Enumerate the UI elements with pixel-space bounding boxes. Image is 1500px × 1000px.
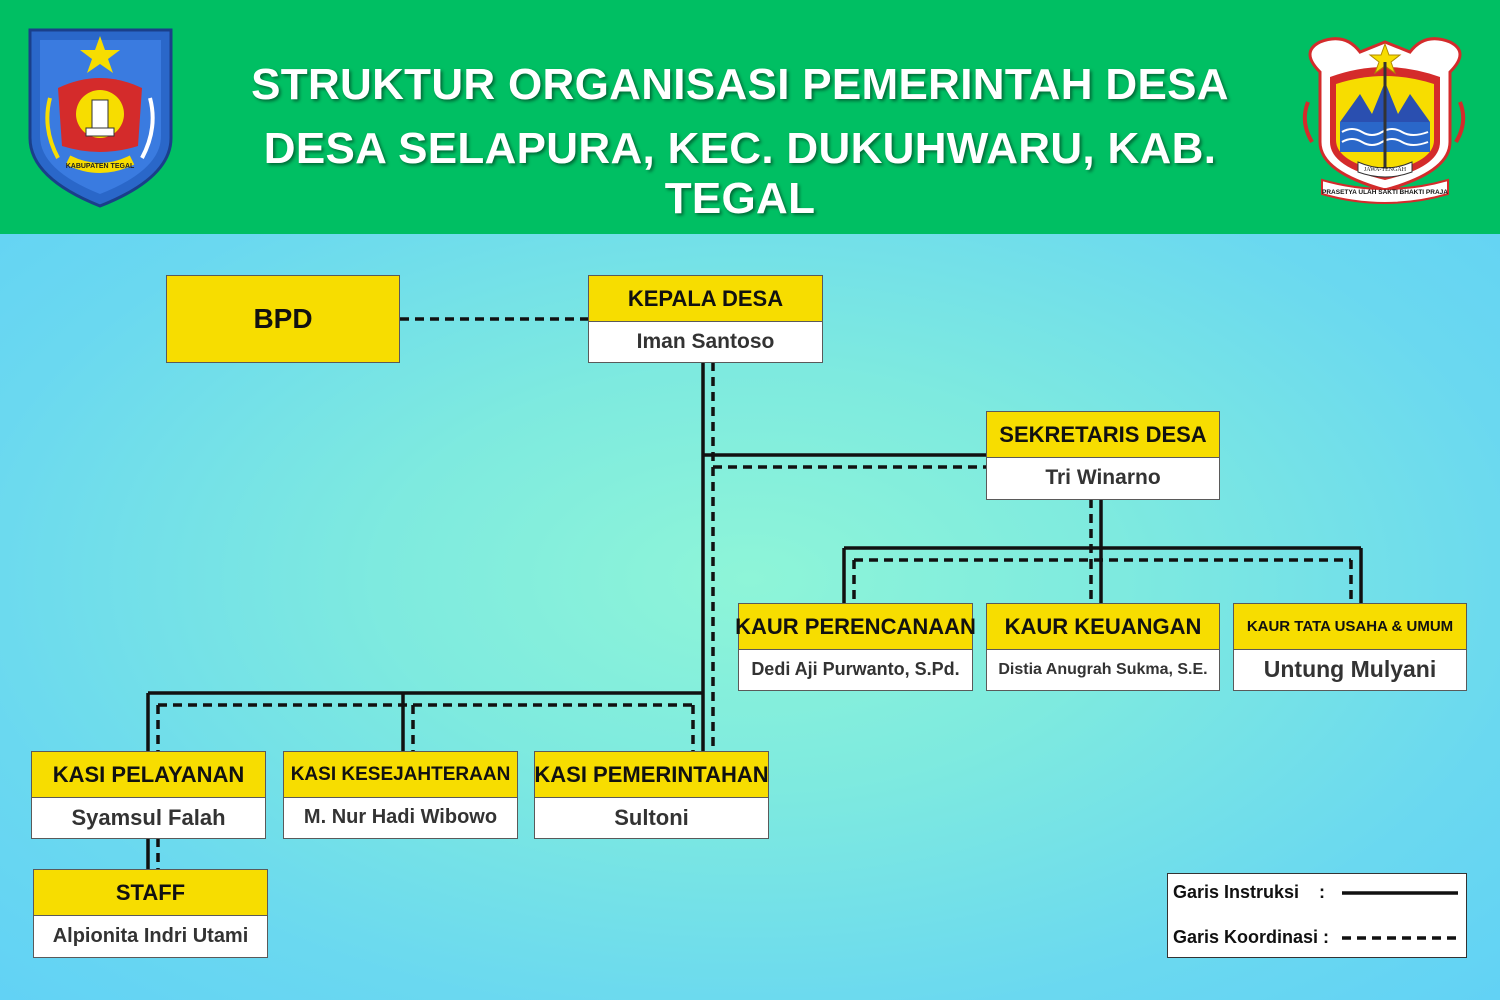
svg-text:KABUPATEN TEGAL: KABUPATEN TEGAL <box>66 163 135 170</box>
kaur-perencanaan-title: KAUR PERENCANAAN <box>735 604 976 650</box>
kaur-keuangan-title: KAUR KEUANGAN <box>987 604 1219 650</box>
legend-instruction-label: Garis Instruksi : <box>1173 882 1326 902</box>
sekretaris-desa-box: SEKRETARIS DESA Tri Winarno <box>986 411 1220 500</box>
page-title-line2: DESA SELAPURA, KEC. DUKUHWARU, KAB. TEGA… <box>263 124 1217 223</box>
coordination-lines <box>156 317 1353 870</box>
staff-title: STAFF <box>34 870 267 916</box>
staff-box: STAFF Alpionita Indri Utami <box>33 869 268 958</box>
header-banner <box>0 0 1500 234</box>
kepala-desa-title: KEPALA DESA <box>589 276 822 322</box>
kasi-pelayanan-title: KASI PELAYANAN <box>32 752 265 798</box>
bpd-box: BPD <box>166 275 400 363</box>
legend-coordination-label: Garis Koordinasi : <box>1173 927 1330 947</box>
kaur-keuangan-name: Distia Anugrah Sukma, S.E. <box>998 660 1208 678</box>
kaur-tata-usaha-box: KAUR TATA USAHA & UMUM Untung Mulyani <box>1233 603 1467 691</box>
kaur-keuangan-box: KAUR KEUANGAN Distia Anugrah Sukma, S.E. <box>986 603 1220 691</box>
kasi-pemerintahan-name: Sultoni <box>614 804 689 830</box>
kasi-kesejahteraan-name: M. Nur Hadi Wibowo <box>303 806 498 828</box>
jawa-tengah-logo: JAWA-TENGAH PRASETYA ULAH SAKTI BHAKTI P… <box>1302 37 1466 204</box>
legend-coordination-line <box>1342 936 1458 940</box>
kasi-pelayanan-name: Syamsul Falah <box>71 804 226 830</box>
sekretaris-desa-title: SEKRETARIS DESA <box>987 412 1219 458</box>
kepala-desa-box: KEPALA DESA Iman Santoso <box>588 275 823 363</box>
kasi-pelayanan-box: KASI PELAYANAN Syamsul Falah <box>31 751 266 839</box>
kaur-perencanaan-name: Dedi Aji Purwanto, S.Pd. <box>751 659 960 679</box>
kasi-kesejahteraan-title: KASI KESEJAHTERAAN <box>284 752 517 798</box>
instruction-lines <box>146 362 1363 870</box>
kasi-pemerintahan-title: KASI PEMERINTAHAN <box>534 752 769 798</box>
kasi-pemerintahan-box: KASI PEMERINTAHAN Sultoni <box>534 751 769 839</box>
sekretaris-desa-name: Tri Winarno <box>1045 466 1161 489</box>
svg-text:JAWA-TENGAH: JAWA-TENGAH <box>1364 167 1407 173</box>
kasi-kesejahteraan-box: KASI KESEJAHTERAAN M. Nur Hadi Wibowo <box>283 751 518 839</box>
page-title-line1: STRUKTUR ORGANISASI PEMERINTAH DESA <box>251 60 1229 109</box>
legend-box: Garis Instruksi : Garis Koordinasi : <box>1167 873 1467 958</box>
staff-name: Alpionita Indri Utami <box>52 924 249 947</box>
legend-instruction-line <box>1342 891 1458 895</box>
kabupaten-tegal-logo: KABUPATEN TEGAL <box>28 28 173 208</box>
svg-text:PRASETYA ULAH SAKTI BHAKTI PRA: PRASETYA ULAH SAKTI BHAKTI PRAJA <box>1322 189 1448 196</box>
kepala-desa-name: Iman Santoso <box>636 329 775 353</box>
kaur-perencanaan-box: KAUR PERENCANAAN Dedi Aji Purwanto, S.Pd… <box>735 603 976 691</box>
kaur-tata-usaha-name: Untung Mulyani <box>1263 656 1437 682</box>
kaur-tata-usaha-title: KAUR TATA USAHA & UMUM <box>1234 604 1466 650</box>
